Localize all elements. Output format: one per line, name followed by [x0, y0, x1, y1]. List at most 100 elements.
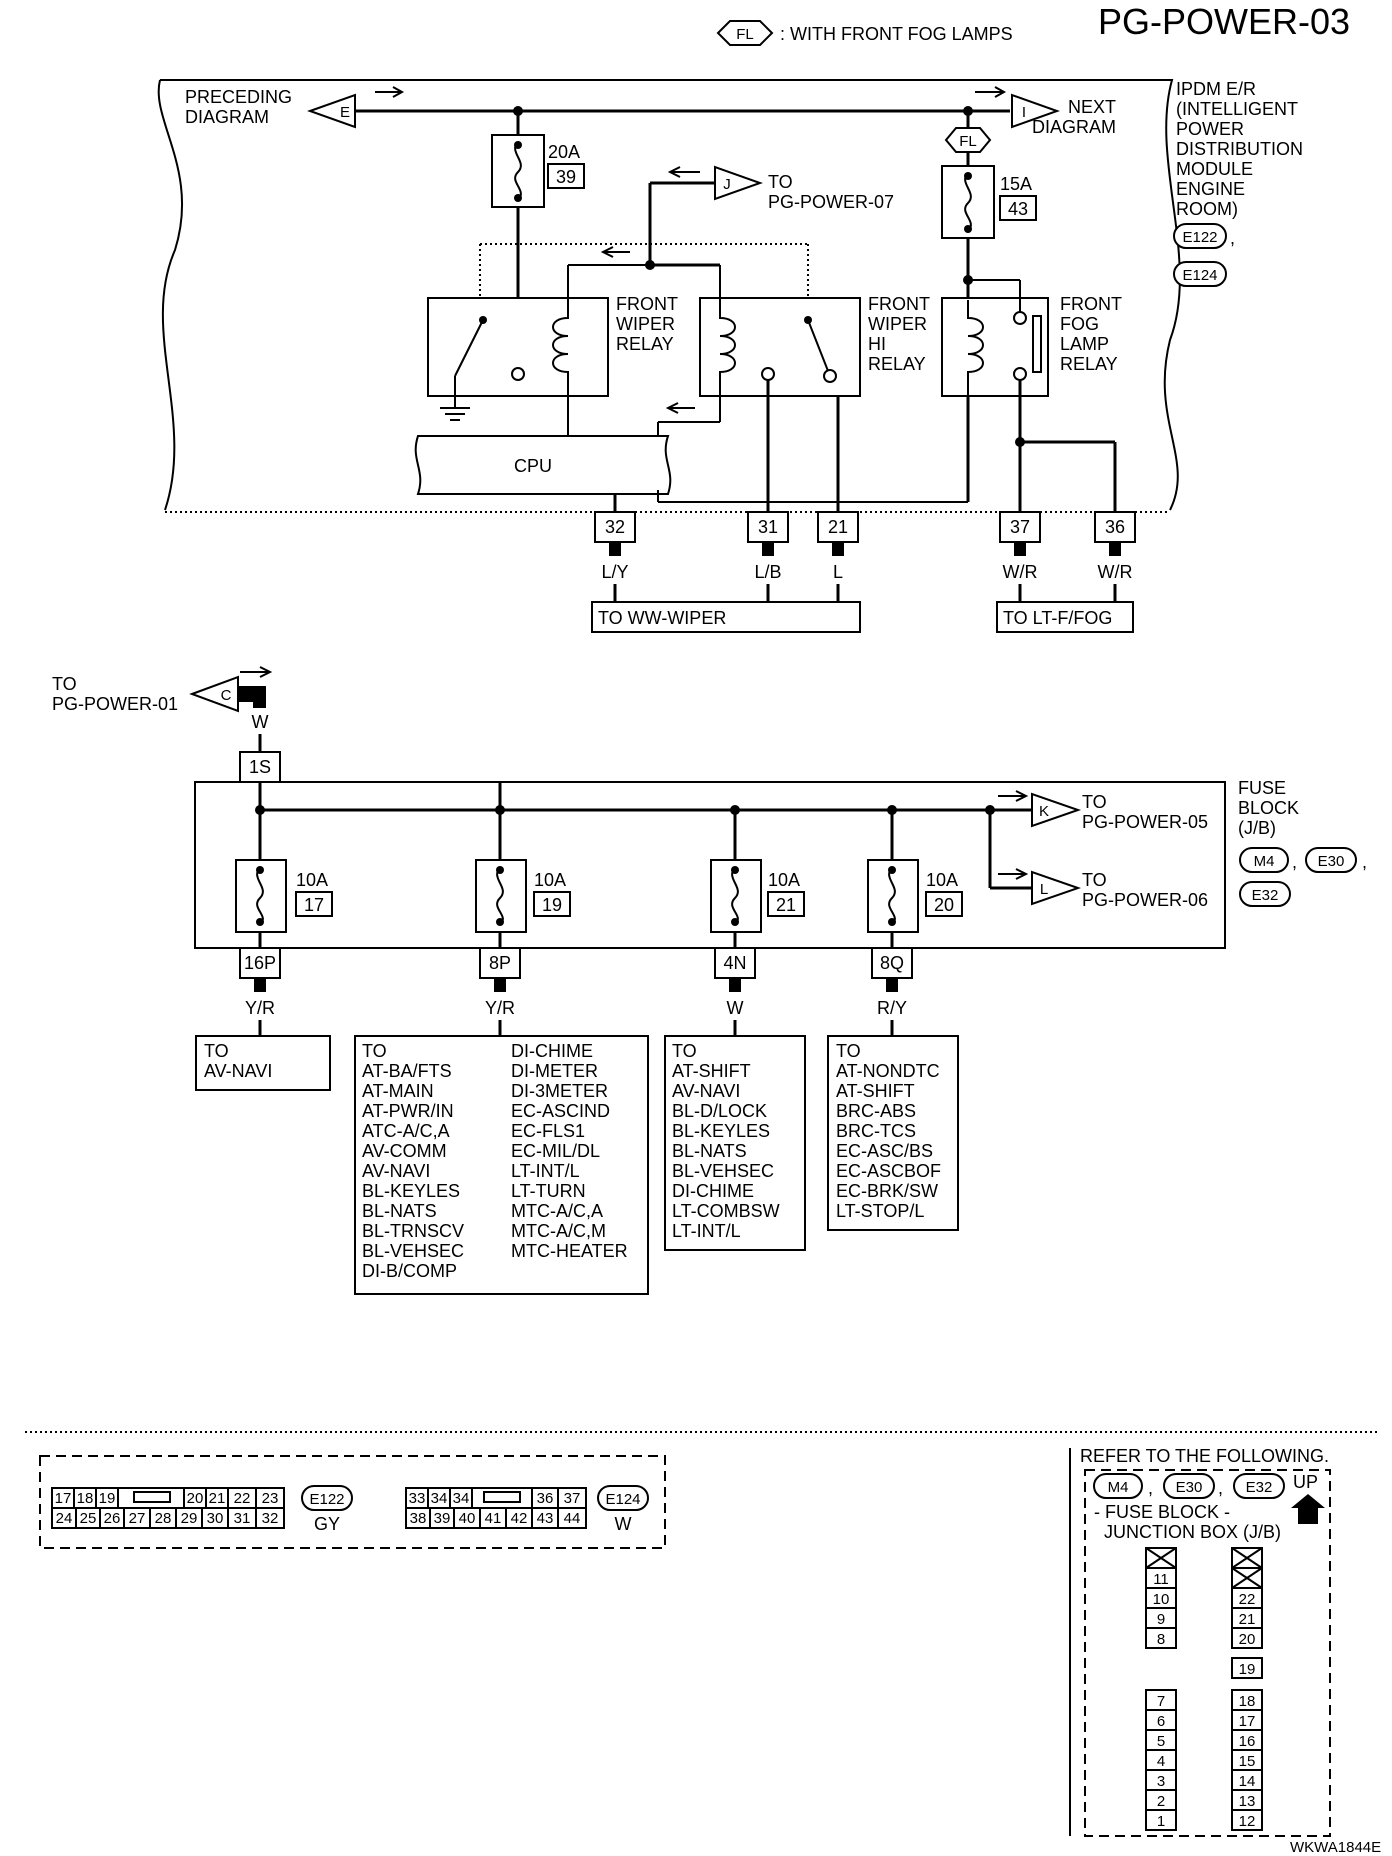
svg-text:21: 21 — [828, 517, 848, 537]
svg-text:44: 44 — [564, 1510, 581, 1527]
svg-text:13: 13 — [1239, 1793, 1256, 1810]
svg-text:22: 22 — [234, 1490, 251, 1507]
up-label: UP — [1293, 1472, 1318, 1492]
svg-text:40: 40 — [459, 1510, 476, 1527]
destination-box-4 — [827, 1035, 959, 1231]
svg-text:4: 4 — [1157, 1753, 1165, 1770]
destination-list-4: TO AT-NONDTC AT-SHIFT BRC-ABS BRC-TCS EC… — [836, 1041, 946, 1221]
arrow-left-icon — [667, 166, 700, 178]
separator: , — [1218, 1478, 1223, 1498]
destination-list-1: TO AV-NAVI — [204, 1041, 272, 1081]
arrow-right-icon — [240, 666, 273, 678]
fuse-21: 10A 21 4N W — [710, 810, 805, 1036]
svg-text:36: 36 — [1105, 517, 1125, 537]
connector-j-symbol — [714, 165, 763, 201]
connector-k-symbol — [1031, 792, 1082, 828]
svg-text:1: 1 — [1157, 1813, 1165, 1830]
svg-text:39: 39 — [434, 1510, 451, 1527]
relay-coil — [719, 300, 736, 396]
connector-k-letter: K — [1039, 803, 1049, 820]
svg-text:E122: E122 — [309, 1491, 344, 1508]
fuse-15a-amp: 15A — [1000, 174, 1032, 194]
fl-marker — [944, 127, 992, 153]
svg-text:L/Y: L/Y — [601, 562, 628, 582]
connector-l-symbol — [1031, 870, 1082, 906]
terminal-37: 37 W/R — [999, 511, 1041, 602]
svg-text:7: 7 — [1157, 1693, 1165, 1710]
fuse-17: 10A 17 16P Y/R — [235, 810, 333, 1036]
svg-text:32: 32 — [262, 1510, 279, 1527]
connector-j-letter: J — [723, 176, 731, 193]
connector-e124-face: 33 34 34 36 37 38 39 40 41 42 43 44 E124… — [405, 1485, 649, 1534]
svg-text:10A: 10A — [926, 870, 958, 890]
connector-c-letter: C — [221, 687, 232, 704]
svg-text:36: 36 — [537, 1490, 554, 1507]
connector-badge-e32 — [1239, 881, 1291, 907]
ground-icon — [440, 407, 470, 421]
connector-badge-e122 — [1173, 223, 1227, 249]
svg-text:23: 23 — [262, 1490, 279, 1507]
svg-text:18: 18 — [1239, 1693, 1256, 1710]
svg-text:34: 34 — [431, 1490, 448, 1507]
svg-text:5: 5 — [1157, 1733, 1165, 1750]
svg-text:37: 37 — [564, 1490, 581, 1507]
jb-right-top: 22 21 20 — [1231, 1547, 1263, 1649]
connector-1s-label: 1S — [249, 757, 271, 777]
reference-title: REFER TO THE FOLLOWING. — [1080, 1446, 1329, 1466]
svg-text:W/R: W/R — [1098, 562, 1133, 582]
to-pg-power-07-label: TO PG-POWER-07 — [768, 172, 894, 212]
connector-badge-e30 — [1305, 847, 1357, 873]
svg-text:22: 22 — [1239, 1591, 1256, 1608]
svg-text:L: L — [833, 562, 843, 582]
svg-text:20: 20 — [1239, 1631, 1256, 1648]
jb-left-bottom: 7 6 5 4 3 2 1 — [1145, 1689, 1177, 1831]
svg-text:32: 32 — [605, 517, 625, 537]
svg-text:21: 21 — [1239, 1611, 1256, 1628]
svg-text:25: 25 — [80, 1510, 97, 1527]
svg-text:14: 14 — [1239, 1773, 1256, 1790]
terminal-36: 36 W/R — [1094, 511, 1136, 602]
svg-text:8: 8 — [1157, 1631, 1165, 1648]
svg-text:16P: 16P — [244, 953, 276, 973]
arrow-right-icon — [375, 86, 405, 98]
footer-code: WKWA1844E — [1290, 1839, 1381, 1856]
fl-symbol-label: FL — [736, 26, 754, 43]
svg-text:10A: 10A — [534, 870, 566, 890]
connector-e122-face: 17 18 19 20 21 22 23 24 25 26 27 28 29 3… — [51, 1485, 353, 1534]
front-fog-lamp-relay — [941, 297, 1049, 397]
jb-19 — [1231, 1657, 1263, 1679]
svg-text:17: 17 — [55, 1490, 72, 1507]
svg-text:21: 21 — [209, 1490, 226, 1507]
svg-text:29: 29 — [181, 1510, 198, 1527]
svg-text:4N: 4N — [723, 953, 746, 973]
connector-i-letter: I — [1022, 104, 1026, 121]
front-wiper-relay-label: FRONT WIPER RELAY — [616, 294, 683, 354]
connector-i-symbol — [1011, 93, 1060, 129]
jb-19-label: 19 — [1239, 1661, 1256, 1678]
separator: , — [1292, 852, 1297, 872]
fl-legend: : WITH FRONT FOG LAMPS — [780, 24, 1013, 44]
relay-switch — [807, 319, 831, 377]
up-arrow-icon — [1291, 1494, 1325, 1524]
header: FL : WITH FRONT FOG LAMPS PG-POWER-03 — [716, 1, 1350, 46]
svg-text:41: 41 — [485, 1510, 502, 1527]
svg-text:28: 28 — [155, 1510, 172, 1527]
svg-text:37: 37 — [1010, 517, 1030, 537]
connector-e32-label: E32 — [1252, 887, 1279, 904]
destination-list-2b: DI-CHIME DI-METER DI-3METER EC-ASCIND EC… — [511, 1041, 628, 1261]
destination-list-2a: TO AT-BA/FTS AT-MAIN AT-PWR/IN ATC-A/C,A… — [362, 1041, 469, 1281]
relay-coil — [967, 300, 984, 396]
to-pg-power-01-label: TO PG-POWER-01 — [52, 674, 178, 714]
svg-text:8Q: 8Q — [880, 953, 904, 973]
front-fog-lamp-relay-label: FRONT FOG LAMP RELAY — [1060, 294, 1127, 374]
fuse-block-outline — [194, 781, 1226, 949]
connector-badge-e124 — [1173, 261, 1227, 287]
fuse-element — [964, 172, 972, 232]
svg-text:9: 9 — [1157, 1611, 1165, 1628]
connector-badge-m4 — [1239, 847, 1289, 873]
fuse-block-label: FUSE BLOCK (J/B) — [1238, 778, 1304, 838]
arrow-left-icon — [665, 402, 695, 414]
svg-text:10: 10 — [1153, 1591, 1170, 1608]
fuse-39-num: 39 — [556, 167, 576, 187]
